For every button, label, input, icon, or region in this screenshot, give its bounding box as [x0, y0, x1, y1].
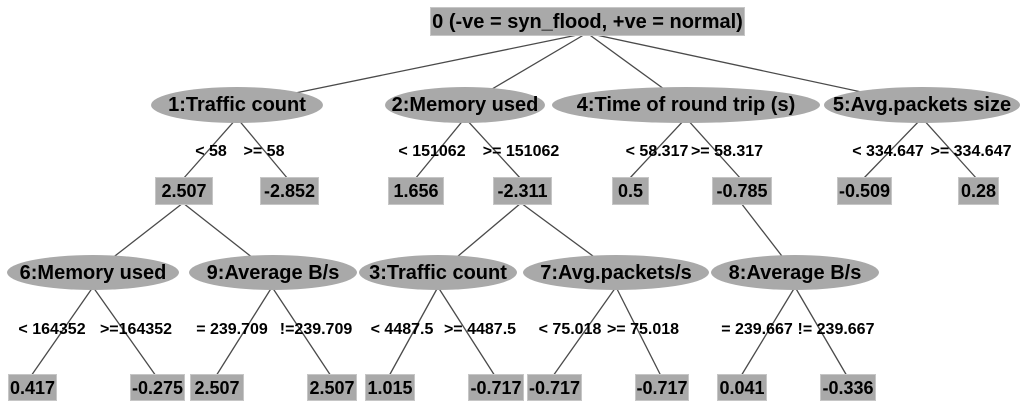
node-7-avg-packets-s: 7:Avg.packets/s	[523, 255, 709, 290]
node-2-memory-used: 2:Memory used	[385, 87, 545, 123]
node-9-average-bs: 9:Average B/s	[189, 255, 357, 290]
cond-n2-right: >= 151062	[482, 143, 560, 160]
leaf-n5-left: -0.509	[837, 177, 892, 205]
leaf-n4-left: 0.5	[612, 177, 649, 205]
node-5-avg-packets-size: 5:Avg.packets size	[824, 87, 1020, 123]
cond-n9-left: = 239.709	[196, 321, 268, 338]
leaf-n8-left: 0.041	[717, 374, 767, 401]
leaf-n8-right: -0.336	[820, 374, 876, 401]
leaf-n3-left: 1.015	[365, 374, 415, 401]
cond-n5-left: < 334.647	[852, 143, 924, 160]
node-8-average-bs: 8:Average B/s	[711, 255, 879, 290]
node-6-memory-used: 6:Memory used	[7, 255, 179, 290]
node-4-time-of-round-trip: 4:Time of round trip (s)	[552, 87, 820, 123]
cond-n2-left: < 151062	[398, 143, 466, 160]
cond-n8-left: = 239.667	[721, 321, 793, 338]
node-1-traffic-count: 1:Traffic count	[151, 87, 323, 123]
cond-n5-right: >= 334.647	[930, 143, 1012, 160]
cond-n3-left: < 4487.5	[370, 321, 434, 338]
cond-n9-right: !=239.709	[279, 321, 353, 338]
leaf-n3-right: -0.717	[468, 374, 524, 401]
cond-n7-left: < 75.018	[538, 321, 602, 338]
leaf-n7-left: -0.717	[527, 374, 582, 401]
leaf-n6-right: -0.275	[130, 374, 185, 401]
leaf-n1-left: 2.507	[155, 177, 213, 205]
node-3-traffic-count: 3:Traffic count	[359, 255, 517, 290]
cond-n6-left: < 164352	[18, 321, 86, 338]
cond-n1-right: >= 58	[243, 143, 285, 160]
leaf-n6-left: 0.417	[8, 374, 57, 401]
leaf-n4-right: -0.785	[712, 177, 772, 205]
cond-n1-left: < 58	[195, 143, 227, 160]
cond-n4-left: < 58.317	[625, 143, 689, 160]
leaf-n2-right: -2.311	[493, 177, 552, 205]
cond-n8-right: != 239.667	[797, 321, 875, 338]
cond-n4-right: >= 58.317	[690, 143, 764, 160]
root-node: 0 (-ve = syn_flood, +ve = normal)	[430, 7, 745, 36]
leaf-n9-left: 2.507	[190, 374, 244, 401]
leaf-n9-right: 2.507	[307, 374, 357, 401]
leaf-n7-right: -0.717	[635, 374, 689, 401]
leaf-n5-right: 0.28	[958, 177, 999, 205]
leaf-n2-left: 1.656	[388, 177, 444, 205]
leaf-n1-right: -2.852	[260, 177, 319, 205]
cond-n3-right: >= 4487.5	[443, 321, 517, 338]
cond-n7-right: >= 75.018	[606, 321, 680, 338]
cond-n6-right: >=164352	[99, 321, 173, 338]
